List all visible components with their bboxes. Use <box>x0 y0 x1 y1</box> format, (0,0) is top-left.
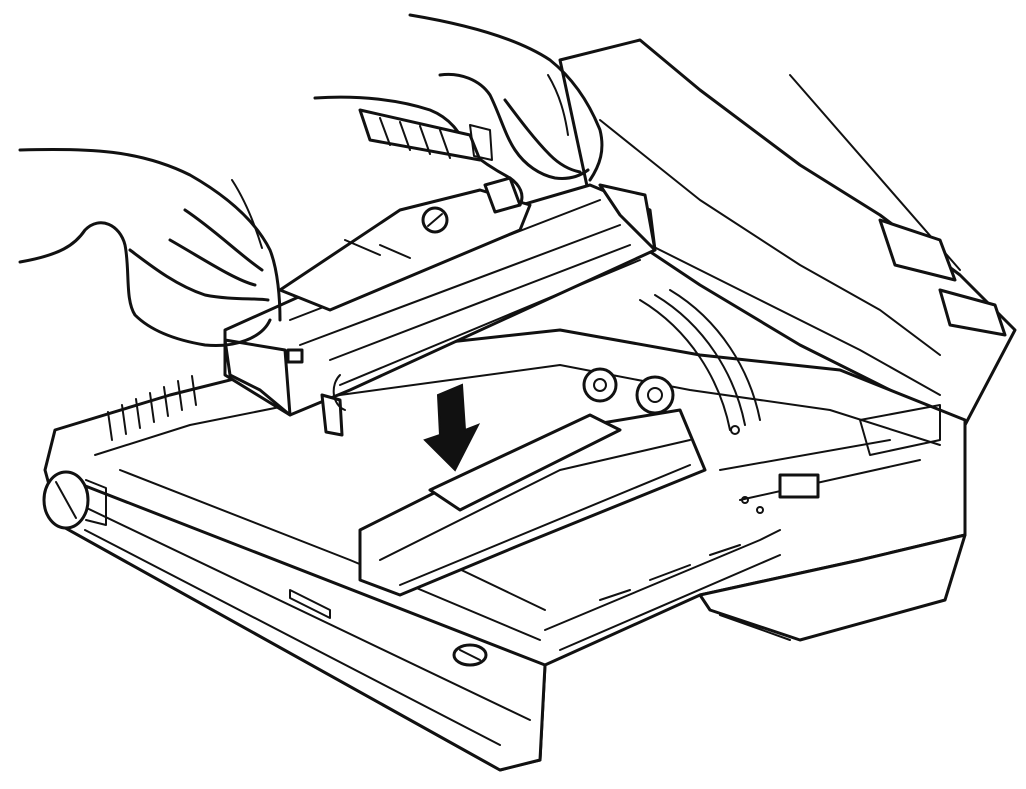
print-head <box>223 183 657 437</box>
gear-right <box>635 375 675 415</box>
lid-hinge-right <box>938 288 1007 337</box>
right-hand <box>313 13 604 214</box>
platen-roller <box>358 108 493 162</box>
downward-arrow-icon <box>423 383 481 472</box>
connector-block <box>778 473 820 499</box>
rear-block <box>698 533 967 642</box>
printer-lid <box>558 38 1017 427</box>
gear-left <box>582 367 618 403</box>
left-hand <box>18 147 282 348</box>
vent-ribs <box>107 375 197 441</box>
carriage-assembly <box>358 289 941 597</box>
lid-hinge-left <box>878 218 957 282</box>
head-clip <box>320 393 344 437</box>
